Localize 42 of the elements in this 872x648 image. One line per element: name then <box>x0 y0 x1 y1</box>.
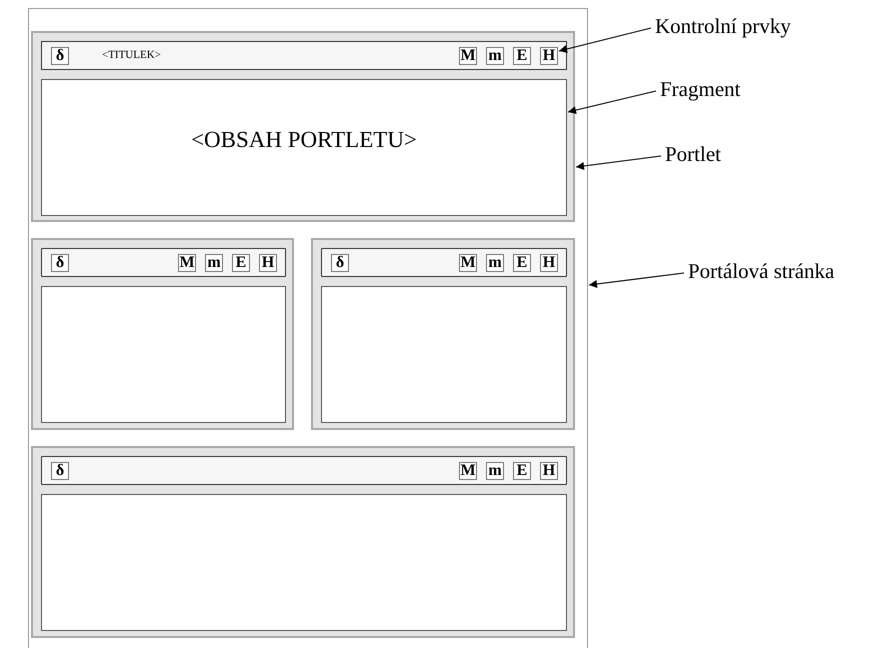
control-button: δ <box>51 47 69 65</box>
arrow <box>588 272 684 288</box>
portlet-title: <TITULEK> <box>102 49 161 61</box>
control-button: M <box>459 254 477 272</box>
callout-label: Kontrolní prvky <box>655 12 825 40</box>
control-button: m <box>205 254 223 272</box>
control-button: m <box>486 462 504 480</box>
portlet-panel <box>31 31 575 222</box>
title-bar <box>41 456 567 485</box>
arrow <box>568 90 656 114</box>
title-bar <box>41 41 567 70</box>
control-button: E <box>513 462 531 480</box>
control-button: H <box>540 462 558 480</box>
arrow <box>576 156 662 170</box>
content-pane: <OBSAH PORTLETU> <box>41 79 567 216</box>
control-button: M <box>178 254 196 272</box>
portlet-panel <box>31 446 575 638</box>
control-button: H <box>540 47 558 65</box>
content-pane <box>41 494 567 631</box>
control-button: M <box>459 462 477 480</box>
control-button: H <box>259 254 277 272</box>
title-bar <box>41 248 286 277</box>
control-button: E <box>232 254 250 272</box>
control-button: m <box>486 254 504 272</box>
control-button: E <box>513 254 531 272</box>
control-button: δ <box>331 254 349 272</box>
callout-label: Portálová stránka <box>688 257 868 285</box>
callout-label: Fragment <box>660 75 780 103</box>
control-button: M <box>459 47 477 65</box>
control-button: E <box>513 47 531 65</box>
portlet-panel <box>31 238 294 430</box>
page-frame <box>28 8 588 648</box>
control-button: δ <box>51 254 69 272</box>
control-button: H <box>540 254 558 272</box>
control-button: δ <box>51 462 69 480</box>
control-button: m <box>486 47 504 65</box>
content-pane <box>41 286 286 423</box>
content-pane <box>321 286 567 423</box>
arrow <box>558 28 652 53</box>
callout-label: Portlet <box>665 140 765 168</box>
title-bar <box>321 248 567 277</box>
portlet-panel <box>311 238 575 430</box>
